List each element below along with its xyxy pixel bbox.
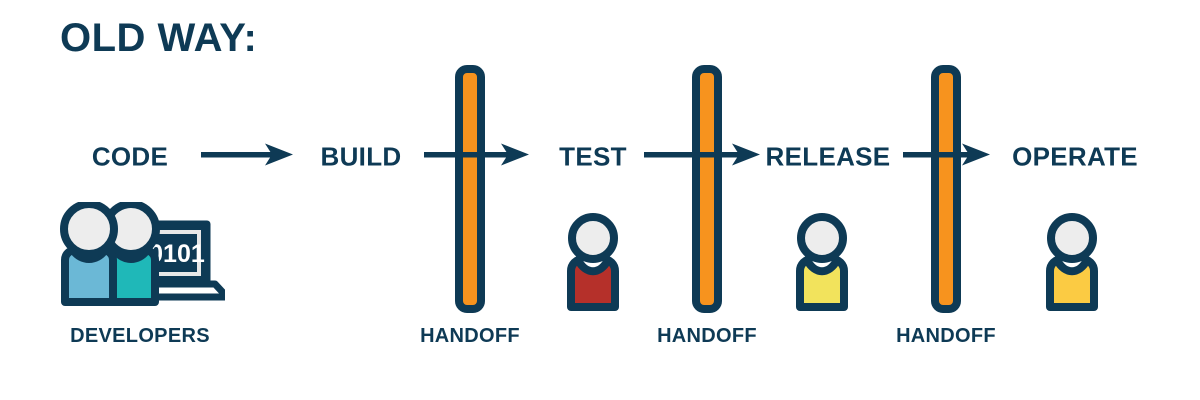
arrow-code-to-build [201, 142, 293, 173]
handoff-barrier-1 [455, 65, 485, 318]
person-release [789, 213, 855, 318]
handoff-bar-icon [692, 65, 722, 313]
developers-label: DEVELOPERS [70, 325, 210, 347]
developers-with-laptop-icon: 10101 [55, 200, 231, 317]
arrow-test-to-release [644, 142, 760, 173]
stage-label-operate: OPERATE [1012, 141, 1138, 172]
handoff-label-1: HANDOFF [420, 325, 520, 347]
stage-label-test: TEST [559, 141, 627, 172]
handoff-label-2: HANDOFF [657, 325, 757, 347]
developer-right [102, 200, 160, 306]
arrow-right-icon [903, 143, 990, 166]
arrow-right-icon [644, 143, 760, 166]
arrow-build-to-test [424, 142, 529, 173]
person-test [560, 213, 626, 318]
page-title: OLD WAY: [60, 16, 258, 60]
developer-left [60, 200, 118, 306]
stage-label-build: BUILD [320, 141, 402, 172]
handoff-barrier-2 [692, 65, 722, 318]
person-icon [567, 213, 619, 311]
person-icon [796, 213, 848, 311]
handoff-barrier-3 [931, 65, 961, 318]
stage-label-release: RELEASE [765, 141, 891, 172]
person-operate [1039, 213, 1105, 318]
handoff-bar-icon [931, 65, 961, 313]
arrow-right-icon [201, 143, 293, 166]
person-icon [1046, 213, 1098, 311]
handoff-label-3: HANDOFF [896, 325, 996, 347]
stage-label-code: CODE [91, 141, 169, 172]
handoff-bar-icon [455, 65, 485, 313]
arrow-release-to-operate [903, 142, 990, 173]
arrow-right-icon [424, 143, 529, 166]
